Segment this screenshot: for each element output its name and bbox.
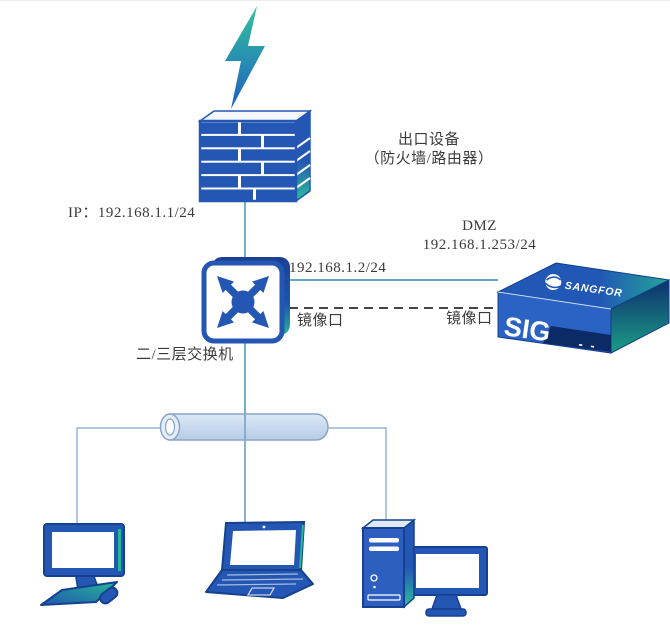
link-bus-tower xyxy=(328,427,387,522)
egress-device-label: 出口设备 （防火墙/路由器） xyxy=(340,131,518,169)
keyboard-shape xyxy=(40,581,118,606)
sig-led-marks: - - xyxy=(578,336,598,353)
internet-lightning-icon xyxy=(225,6,265,109)
link-bus-desktop xyxy=(76,427,160,525)
egress-device-name: 出口设备 xyxy=(397,132,460,148)
bus-cylinder xyxy=(159,413,329,441)
tower-pc-icon xyxy=(360,518,488,617)
dmz-label: DMZ 192.168.1.253/24 xyxy=(407,217,552,255)
dmz-ip: 192.168.1.253/24 xyxy=(422,237,537,253)
firewall-icon xyxy=(197,109,313,203)
mirror-port-label-sig-side: 镜像口 xyxy=(446,311,493,327)
switch-icon xyxy=(201,257,290,344)
dmz-zone-name: DMZ xyxy=(462,218,497,234)
switch-uplink-ip-label: 192.168.1.2/24 xyxy=(289,260,387,276)
sig-appliance-icon: SANGFOR SIG - - xyxy=(496,262,670,354)
egress-ip-label: IP：192.168.1.1/24 xyxy=(68,205,196,221)
desktop-pc-icon xyxy=(40,523,125,606)
switch-name-label: 二/三层交换机 xyxy=(136,347,234,363)
mouse-shape xyxy=(99,586,119,605)
mirror-port-label-switch-side: 镜像口 xyxy=(297,313,344,329)
laptop-icon xyxy=(205,520,314,599)
sig-model-text: SIG xyxy=(502,311,552,347)
sig-led-panel xyxy=(543,326,611,352)
egress-device-type: （防火墙/路由器） xyxy=(364,151,494,167)
trackpad-shape xyxy=(246,587,276,596)
